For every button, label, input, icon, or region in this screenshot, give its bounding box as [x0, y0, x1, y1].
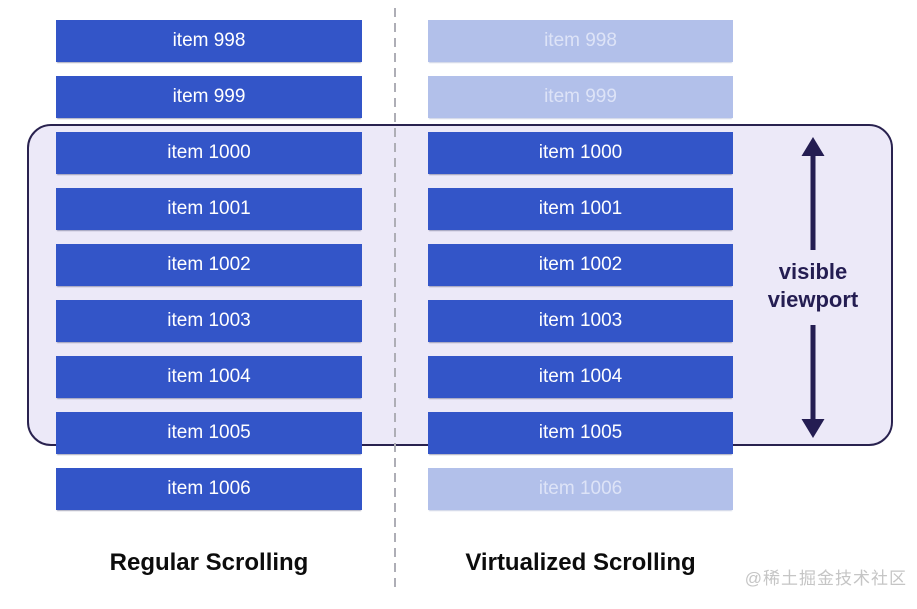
list-item: item 998 — [56, 20, 362, 62]
list-item-label: item 1002 — [538, 254, 623, 275]
list-item: item 1001 — [56, 188, 362, 230]
list-item: item 1004 — [428, 356, 733, 398]
list-item: item 1006 — [56, 468, 362, 510]
watermark-text: @稀土掘金技术社区 — [744, 569, 907, 588]
list-item-label: item 1003 — [167, 310, 251, 331]
list-item: item 1002 — [56, 244, 362, 286]
list-item-label: item 1002 — [167, 254, 251, 275]
list-item: item 1000 — [428, 132, 733, 174]
list-item: item 1004 — [56, 356, 362, 398]
list-item: item 1001 — [428, 188, 733, 230]
visible-viewport-label-line1: visible — [778, 259, 848, 284]
list-item: item 1003 — [428, 300, 733, 342]
column-divider-dashed-line — [394, 8, 396, 588]
list-item: item 1000 — [56, 132, 362, 174]
list-item-label: item 1001 — [167, 198, 251, 219]
list-item-label: item 999 — [544, 86, 617, 107]
list-item-label: item 1000 — [167, 142, 251, 163]
list-item-label: item 998 — [172, 30, 246, 51]
list-item: item 1006 — [428, 468, 733, 510]
list-item-label: item 1004 — [538, 366, 623, 387]
list-item-label: item 999 — [172, 86, 246, 107]
list-item-label: item 1001 — [538, 198, 623, 219]
visible-viewport-label-line2: viewport — [767, 287, 859, 312]
list-item-label: item 1000 — [538, 142, 623, 163]
list-item-label: item 1004 — [167, 366, 251, 387]
list-item-label: item 998 — [544, 30, 617, 51]
list-item-label: item 1006 — [538, 478, 623, 499]
arrow-up-icon — [800, 137, 826, 250]
list-item: item 1005 — [56, 412, 362, 454]
list-item-label: item 1006 — [167, 478, 251, 499]
list-item: item 1002 — [428, 244, 733, 286]
regular-scrolling-title: Regular Scrolling — [109, 549, 309, 576]
list-item-label: item 1005 — [538, 422, 623, 443]
regular-scrolling-column: item 998 item 999 item 1000 item 1001 it… — [56, 20, 362, 510]
visible-viewport-label: visible viewport — [733, 258, 893, 314]
list-item: item 1005 — [428, 412, 733, 454]
list-item: item 998 — [428, 20, 733, 62]
list-item: item 999 — [428, 76, 733, 118]
arrow-down-icon — [800, 325, 826, 438]
list-item: item 1003 — [56, 300, 362, 342]
virtualized-scrolling-title: Virtualized Scrolling — [465, 549, 696, 576]
virtualized-scrolling-column: item 998 item 999 item 1000 item 1001 it… — [428, 20, 733, 510]
list-item-label: item 1003 — [538, 310, 623, 331]
list-item: item 999 — [56, 76, 362, 118]
list-item-label: item 1005 — [167, 422, 251, 443]
